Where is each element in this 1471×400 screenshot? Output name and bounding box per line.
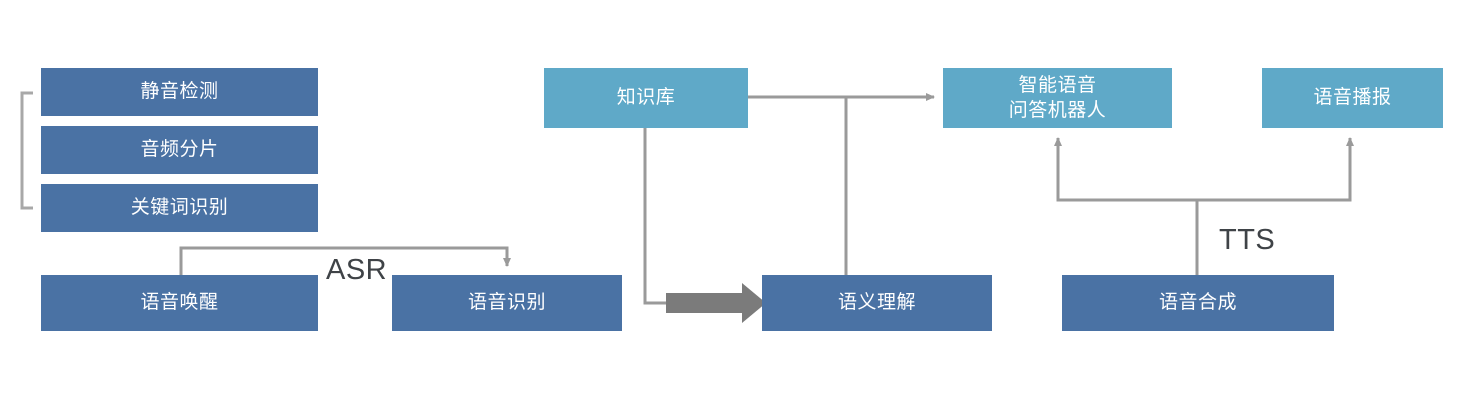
node-keyword-spotting[interactable]: 关键词识别 [41, 184, 318, 232]
edge-knowledge-to-semantic-block-arrow [666, 283, 766, 323]
node-knowledge-base[interactable]: 知识库 [544, 68, 748, 128]
node-speech-recognition[interactable]: 语音识别 [392, 275, 622, 331]
node-speech-synthesis[interactable]: 语音合成 [1062, 275, 1334, 331]
edge-tts-trunk [1054, 137, 1354, 275]
node-audio-segmentation[interactable]: 音频分片 [41, 126, 318, 174]
edge-label-asr: ASR [326, 254, 388, 286]
group-bracket-icon [20, 91, 33, 210]
node-voice-broadcast[interactable]: 语音播报 [1262, 68, 1443, 128]
edge-label-tts: TTS [1219, 224, 1276, 256]
node-semantic-understanding[interactable]: 语义理解 [762, 275, 992, 331]
node-silence-detection[interactable]: 静音检测 [41, 68, 318, 116]
edge-knowledge-down [643, 128, 672, 305]
node-voice-wakeup[interactable]: 语音唤醒 [41, 275, 318, 331]
node-qa-robot[interactable]: 智能语音 问答机器人 [943, 68, 1172, 128]
